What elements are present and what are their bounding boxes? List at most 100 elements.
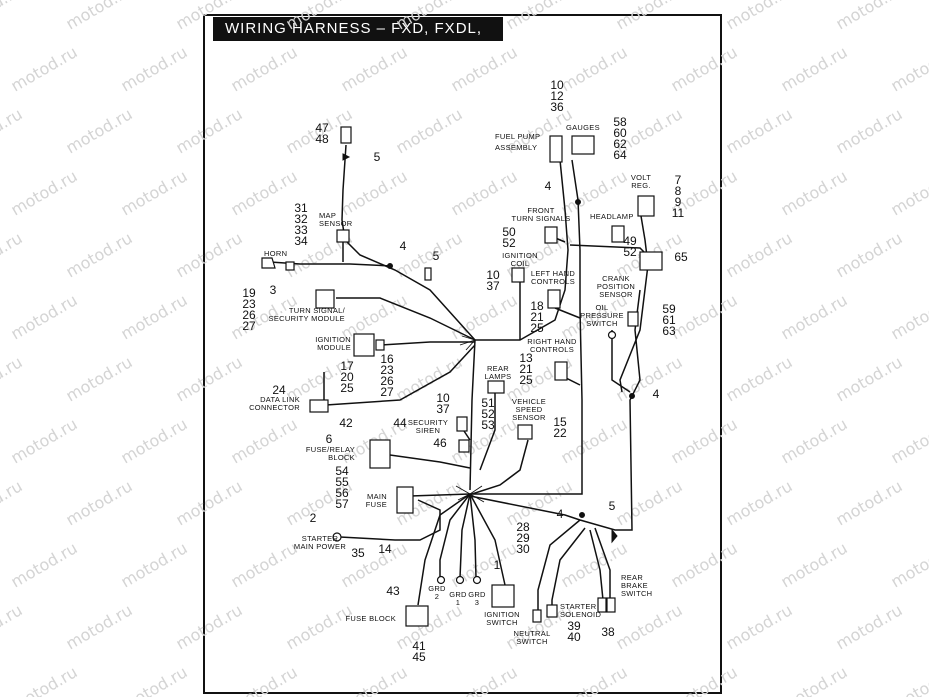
text-line: 34 xyxy=(294,234,308,248)
watermark-text: motod.ru xyxy=(668,662,741,697)
watermark-text: motod.ru xyxy=(613,600,686,653)
text-line: FUSE/RELAY xyxy=(306,445,355,454)
text-line: TURN SIGNALS xyxy=(511,214,570,223)
watermark-text: motod.ru xyxy=(173,0,246,33)
text-line: SIREN xyxy=(416,426,440,435)
text-line: 16 xyxy=(380,352,394,366)
text-line: 27 xyxy=(380,385,394,399)
text-line: 47 xyxy=(315,121,329,135)
watermark-text: motod.ru xyxy=(118,414,191,467)
callout-c4b: 4 xyxy=(557,507,564,521)
watermark-text: motod.ru xyxy=(118,166,191,219)
wire-volt-reg xyxy=(619,209,649,393)
callout-c35: 35 xyxy=(351,546,365,560)
ignition-module-plug xyxy=(375,339,385,351)
watermark-text: motod.ru xyxy=(283,0,356,33)
watermark-text: motod.ru xyxy=(833,228,906,281)
text-line: 12 xyxy=(550,89,564,103)
text-line: FUSE xyxy=(366,500,387,509)
text-line: HORN xyxy=(264,249,287,258)
text-line: POSITION xyxy=(597,282,635,291)
watermark-text: motod.ru xyxy=(778,662,851,697)
text-line: 44 xyxy=(393,416,407,430)
watermark-text: motod.ru xyxy=(833,0,906,33)
text-line: 60 xyxy=(613,126,627,140)
watermark-text: motod.ru xyxy=(0,476,26,529)
watermark-text: motod.ru xyxy=(228,662,301,697)
watermark-text: motod.ru xyxy=(448,290,521,343)
text-line: 46 xyxy=(433,436,447,450)
watermark-text: motod.ru xyxy=(833,476,906,529)
wire-grd3 xyxy=(469,493,477,579)
callout-c4c: 4 xyxy=(545,179,552,193)
siren-terminal xyxy=(458,439,470,453)
text-line: FUSE BLOCK xyxy=(345,614,396,623)
watermark-text: motod.ru xyxy=(888,662,929,697)
text-line: 2 xyxy=(310,511,317,525)
watermark-text: motod.ru xyxy=(778,538,851,591)
text-line: SWITCH xyxy=(586,319,617,328)
watermark-text: motod.ru xyxy=(118,538,191,591)
watermark-text: motod.ru xyxy=(448,42,521,95)
watermark-text: motod.ru xyxy=(228,42,301,95)
text-line: IGNITION xyxy=(315,335,351,344)
tie-4b xyxy=(579,512,585,518)
watermark-text: motod.ru xyxy=(778,42,851,95)
watermark-text: motod.ru xyxy=(503,0,576,33)
watermark-text: motod.ru xyxy=(63,228,136,281)
right-controls-connector xyxy=(554,361,568,381)
watermark-text: motod.ru xyxy=(833,352,906,405)
text-line: 56 xyxy=(335,486,349,500)
text-line: 61 xyxy=(662,313,676,327)
text-line: 9 xyxy=(675,195,682,209)
text-line: 58 xyxy=(613,115,627,129)
watermark-text: motod.ru xyxy=(558,414,631,467)
wire-grd1 xyxy=(459,493,471,579)
text-line: 31 xyxy=(294,201,308,215)
watermark-text: motod.ru xyxy=(228,414,301,467)
text-line: CONTROLS xyxy=(531,277,575,286)
callout-c4d: 4 xyxy=(653,387,660,401)
component-65-box xyxy=(639,251,663,271)
text-line: 23 xyxy=(380,363,394,377)
text-line: GRD xyxy=(428,584,446,593)
text-line: 59 xyxy=(662,302,676,316)
text-line: COIL xyxy=(511,259,530,268)
text-line: 10 xyxy=(436,391,450,405)
tie-5c xyxy=(611,528,618,544)
text-line: VEHICLE xyxy=(512,397,546,406)
text-line: 26 xyxy=(380,374,394,388)
watermark-text: motod.ru xyxy=(888,538,929,591)
text-line: 8 xyxy=(675,184,682,198)
text-line: 48 xyxy=(315,132,329,146)
text-line: GRD xyxy=(449,590,467,599)
watermark-text: motod.ru xyxy=(613,0,686,33)
wire-rear-lamps xyxy=(479,390,496,471)
wire-horn xyxy=(269,261,393,267)
brake-switch-terminal-b xyxy=(606,597,616,613)
text-line: 37 xyxy=(436,402,450,416)
label-horn: HORN xyxy=(264,249,287,258)
brake-switch-terminal-a xyxy=(597,597,607,613)
callout-c44: 44 xyxy=(393,416,407,430)
text-line: 24 xyxy=(272,383,286,397)
watermark-text: motod.ru xyxy=(0,0,26,33)
text-line: 5 xyxy=(433,249,440,263)
text-line: STARTER xyxy=(560,602,597,611)
watermark-text: motod.ru xyxy=(8,538,81,591)
text-line: SWITCH xyxy=(516,637,547,646)
wire-data-link xyxy=(325,344,476,406)
